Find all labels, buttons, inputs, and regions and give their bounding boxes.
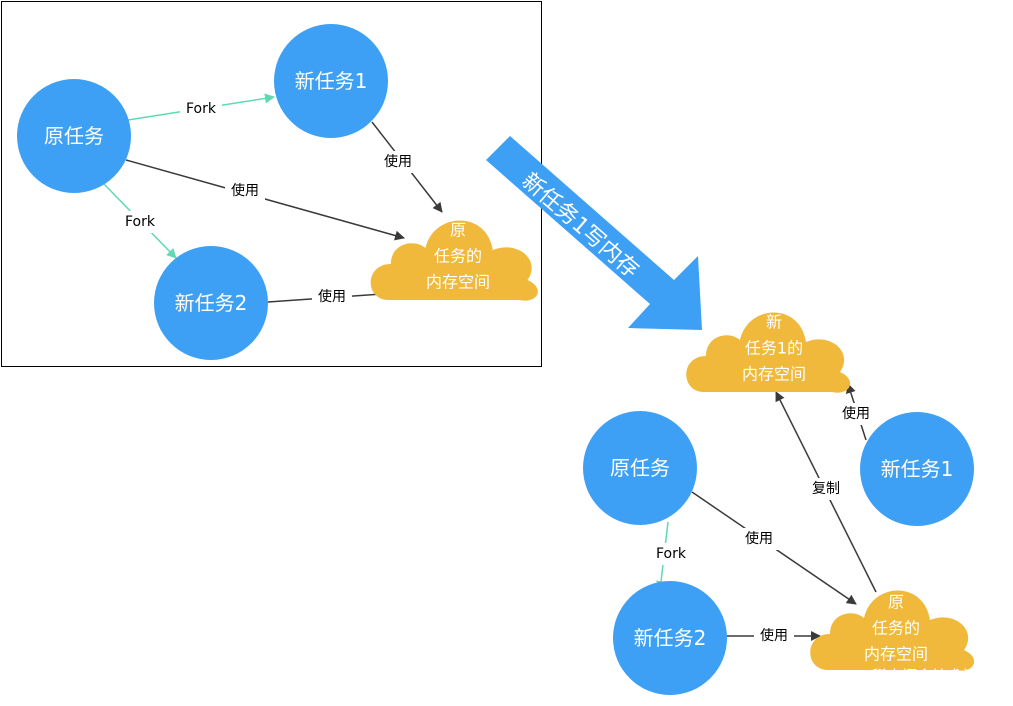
- transition-arrow-label: 新任务1写内存: [517, 169, 644, 284]
- left-label-fork-2: Fork: [125, 214, 156, 230]
- svg-text:新任务1: 新任务1: [881, 457, 954, 481]
- left-node-original-task: 原任务: [17, 79, 131, 193]
- left-node-new-task-2: 新任务2: [154, 246, 268, 360]
- right-label-fork: Fork: [656, 546, 687, 562]
- left-node-new-task-1: 新任务1: [274, 24, 388, 138]
- right-label-use-new-task-1: 使用: [842, 405, 870, 422]
- left-label-use-new-task-1: 使用: [384, 153, 412, 170]
- svg-text:新: 新: [766, 313, 782, 332]
- right-cloud-original-memory: 原 任务的 内存空间: [810, 590, 975, 671]
- svg-text:内存空间: 内存空间: [864, 645, 928, 664]
- right-label-use-original: 使用: [745, 530, 773, 547]
- left-label-use-new-task-2: 使用: [318, 288, 346, 305]
- svg-text:原: 原: [888, 593, 904, 612]
- right-label-use-new-task-2: 使用: [760, 627, 788, 644]
- svg-text:任务的: 任务的: [872, 619, 920, 638]
- svg-text:内存空间: 内存空间: [426, 273, 490, 292]
- left-label-use-original: 使用: [231, 182, 259, 199]
- right-node-original-task: 原任务: [583, 411, 697, 525]
- svg-text:新任务2: 新任务2: [175, 291, 248, 315]
- right-node-new-task-2: 新任务2: [613, 581, 727, 695]
- right-node-new-task-1: 新任务1: [860, 412, 974, 526]
- svg-text:原任务: 原任务: [44, 124, 104, 148]
- svg-text:任务的: 任务的: [434, 247, 482, 266]
- right-label-copy: 复制: [812, 480, 840, 497]
- svg-text:内存空间: 内存空间: [742, 365, 806, 384]
- watermark: @稀土掘金技术社区: [857, 667, 992, 685]
- transition-arrow: 新任务1写内存: [486, 136, 702, 330]
- svg-text:原任务: 原任务: [610, 456, 670, 480]
- right-cloud-new-task-1-memory: 新 任务1的 内存空间: [686, 312, 851, 393]
- svg-text:原: 原: [450, 221, 466, 240]
- svg-text:新任务2: 新任务2: [634, 626, 707, 650]
- left-label-fork-1: Fork: [186, 101, 217, 117]
- svg-text:任务1的: 任务1的: [745, 339, 803, 358]
- left-cloud-original-memory: 原 任务的 内存空间: [370, 220, 538, 301]
- svg-text:新任务1: 新任务1: [295, 69, 368, 93]
